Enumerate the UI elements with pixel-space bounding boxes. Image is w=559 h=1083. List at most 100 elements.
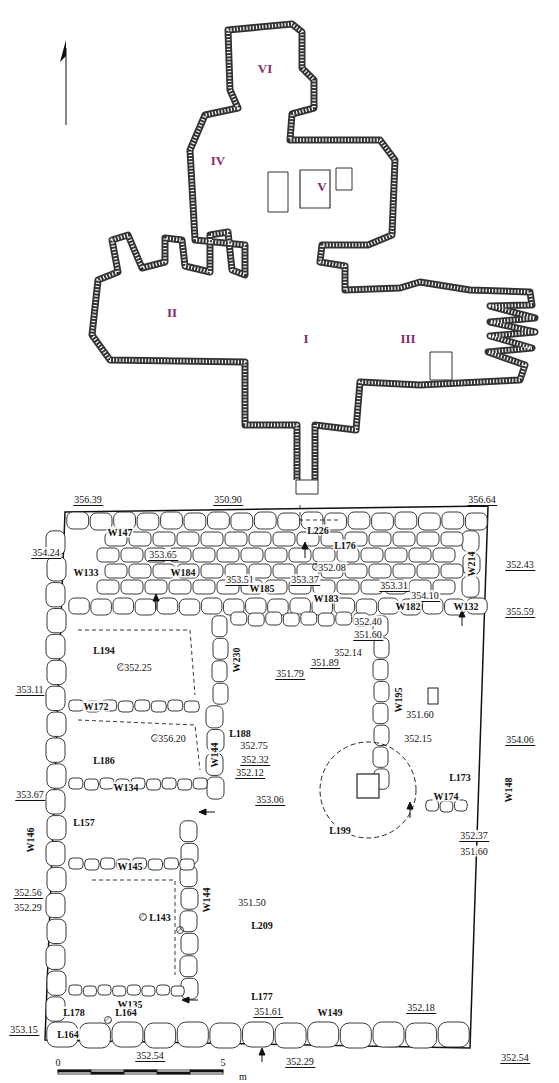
wall-stone (97, 580, 119, 594)
wall-stone (225, 532, 247, 546)
wall-stone (46, 634, 65, 658)
plan-label: 351.79 (275, 668, 305, 680)
plan-label: 356.39 (73, 494, 103, 506)
wall-stone (372, 513, 394, 530)
wall-stone (374, 681, 389, 701)
plan-label: 353.06 (255, 794, 285, 806)
dashed-edges (78, 505, 340, 975)
wall-stone (47, 764, 66, 788)
wall-stone (373, 703, 388, 723)
plan-label: 352.37 (459, 830, 489, 842)
wall-stone (79, 1023, 110, 1048)
plan-label: W145 (117, 861, 144, 872)
wall-stone (210, 1023, 241, 1048)
plan-label: L186 (92, 755, 116, 766)
wall-stone (127, 985, 140, 995)
wall-stone (419, 513, 441, 530)
plan-label: 352.54 (135, 1050, 165, 1062)
plan-label: 356.64 (467, 494, 497, 506)
wall-stone (417, 532, 439, 546)
wall-stone (145, 1023, 176, 1048)
plan-label: L157 (72, 817, 96, 828)
wall-stone (455, 800, 468, 811)
wall-stone (47, 557, 66, 581)
plan-label: W133 (73, 567, 100, 578)
plan-label: W185 (249, 583, 276, 594)
wall-stone (180, 859, 194, 870)
wall-stone (46, 945, 65, 969)
wall-stone (395, 512, 417, 529)
plan-label: W144 (201, 887, 212, 914)
wall-stone (142, 986, 155, 996)
wall-stone (184, 701, 199, 712)
plan-label: 352.29 (285, 1056, 315, 1068)
plan-label: W147 (107, 527, 134, 538)
wall-stone (145, 580, 167, 594)
wall-stone (426, 800, 439, 811)
plan-label: L164 (114, 1007, 138, 1018)
wall-stone (181, 888, 198, 909)
wall-stone (438, 1022, 469, 1047)
plan-label: 351.60 (459, 846, 489, 857)
wall-stone (241, 548, 263, 562)
scale-bar (58, 1070, 223, 1074)
plan-label: 353.15 (9, 1024, 39, 1036)
plan-label: 352.14 (333, 647, 363, 658)
wall-stone (47, 919, 66, 943)
wall-stone (369, 564, 391, 578)
building-outline (45, 506, 488, 1048)
plan-label: 351.50 (237, 897, 267, 908)
wall-stone (148, 859, 162, 870)
plan-label: L176 (333, 540, 357, 551)
wall-stone (47, 867, 66, 891)
chamber-number: III (399, 333, 416, 344)
wall-stone (118, 701, 133, 712)
wall-stone (212, 616, 227, 637)
wall-stone (177, 532, 199, 546)
plan-label: 352.29 (13, 902, 43, 913)
wall-stone (265, 548, 287, 562)
plan-label: W184 (170, 567, 197, 578)
plan-label: W230 (231, 647, 242, 674)
wall-stone (275, 1023, 306, 1048)
chamber-number: VI (257, 63, 273, 74)
plan-label: 352.12 (235, 767, 265, 779)
plan-label: L188 (228, 728, 252, 739)
wall-stone (113, 986, 126, 996)
wall-stone (406, 1023, 437, 1048)
wall-stone (336, 612, 352, 625)
plan-label: 351.60 (405, 709, 435, 720)
wall-stone (169, 580, 191, 594)
wall-stone (201, 564, 223, 578)
wall-stone (112, 1022, 143, 1047)
wall-stone (208, 512, 230, 529)
wall-stone (442, 512, 464, 529)
chamber-number: II (166, 307, 178, 318)
plan-label: W146 (25, 827, 36, 854)
wall-stone (47, 971, 66, 995)
wall-stone (69, 858, 83, 869)
wall-stone (69, 598, 90, 614)
plan-label: L173 (448, 772, 472, 783)
wall-stone (318, 613, 334, 626)
wall-stone (201, 532, 223, 546)
wall-stone (462, 576, 479, 597)
plan-label: m (238, 1070, 248, 1081)
plan-label: 352.18 (406, 1002, 436, 1014)
plan-label: 355.59 (505, 606, 535, 618)
wall-stone (254, 512, 276, 529)
wall-stone (83, 986, 96, 996)
plan-label: 353.67 (15, 789, 45, 801)
wall-stone (393, 532, 415, 546)
wall-stone (417, 564, 439, 578)
plan-label: 0 (55, 1057, 62, 1068)
wall-stone (47, 816, 66, 840)
wall-stone (180, 821, 197, 842)
plan-label: L177 (250, 991, 274, 1002)
wall-stone (171, 986, 184, 996)
plan-label: L194 (92, 645, 116, 656)
plan-label: L226 (306, 525, 330, 536)
wall-stone (193, 548, 215, 562)
wall-stone (46, 893, 65, 917)
